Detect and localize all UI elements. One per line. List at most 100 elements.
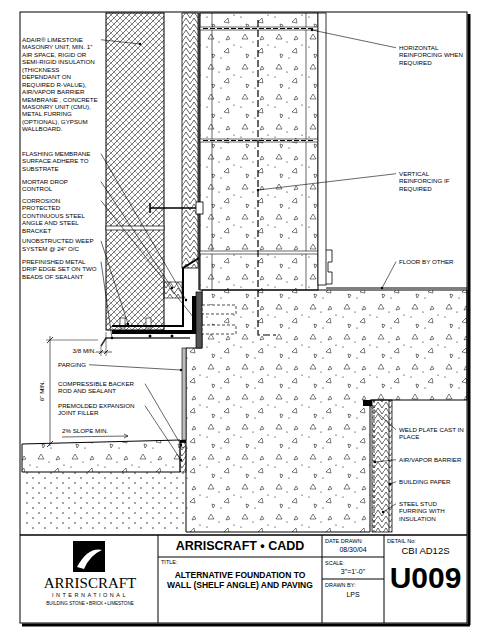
sheet-number: U009 [384,563,467,593]
callout-note: ADAIR® LIMESTONE MASONRY UNIT, MIN. 1" A… [22,36,98,133]
leader-line [145,406,181,460]
weld-plate [363,400,372,406]
leader-dot [311,29,313,31]
leader-line [383,504,396,512]
leader-dot [367,403,369,405]
leader-dot [139,43,141,45]
parging [182,348,186,440]
callout-note: FLASHING MEMBRANE SURFACE ADHERE TO SUBS… [22,150,98,172]
leader-dot [171,287,173,289]
sheet-frame [20,12,467,623]
anchor-bolt [202,325,236,334]
base-trim [326,250,332,284]
dimension-line [50,336,51,446]
logo-mark [73,541,105,572]
callout-note: COMPRESSIBLE BACKER ROD AND SEALANT [58,380,142,395]
concrete-slab-foundation [186,290,467,532]
backer-rod [181,443,186,448]
field-value: LPS [322,591,384,599]
leader-line [101,201,194,318]
callout-note: PREFINISHED METAL DRIP EDGE SET ON TWO B… [22,258,98,280]
callout-note: HORIZONTAL REINFORCING WHEN REQUIRED [399,44,465,66]
slope-arrow [62,434,128,438]
callout-note: VERTICAL REINFORCING IF REQUIRED [399,170,465,192]
drip-edge [101,338,190,346]
field-label: TITLE: [161,559,178,566]
leader-dot [193,317,195,319]
field-value: CBI AD12S [384,545,467,556]
callout-note: STEEL STUD FURRING WITH INSULATION [399,500,465,522]
subgrade [22,472,186,532]
callout-note: WELD PLATE CAST IN PLACE [399,426,465,441]
floor-finish [326,288,467,289]
tie-plate [196,202,203,214]
title-block-rule [158,535,159,623]
leader-dot [374,461,376,463]
air-vapor-barrier-line [374,400,375,532]
joint-reinforcing [203,140,315,141]
extension-line [106,332,107,356]
leader-dot [180,369,182,371]
leader-line [312,30,396,48]
leader-dot [180,444,182,446]
callout-note: CORROSION PROTECTED CONTINUOUS STEEL ANG… [22,197,98,234]
drawing-title: ALTERNATIVE FOUNDATION TO WALL (SHELF AN… [162,570,318,590]
leader-dot [381,287,383,289]
dimension-tick [99,350,108,354]
field-value: 3"=1'-0" [322,568,384,576]
leader-dot [257,189,259,191]
paving [22,440,180,472]
field-label: DATE DRAWN: [325,538,363,545]
frame-shadow [22,624,470,627]
frame-shadow [468,14,471,625]
building-paper-line [389,400,390,532]
leader-line [101,262,112,338]
sealant-bead [149,335,152,338]
leader-line [368,404,396,430]
leader-line [89,365,181,370]
expansion-joint-filler [180,446,186,472]
callout-note: UNOBSTRUCTED WEEP SYSTEM @ 24" O/C [22,237,98,252]
logo-tagline: BUILDING STONE • BRICK • LIMESTONE [22,601,158,607]
field-label: DETAIL No: [387,538,416,545]
extension-line [101,346,102,356]
leader-dot [180,459,182,461]
callout-note: PREMOLDED EXPANSION JOINT FILLER [58,402,142,417]
title-block-rule [322,557,384,558]
callout-note: PARGING [58,361,86,368]
bed-joint [200,27,318,30]
leader-line [375,460,396,462]
bed-joint [200,139,318,142]
callout-note: AIR/VAPOR BARRIER [399,456,465,463]
leader-dot [185,299,187,301]
stud-furring [372,400,392,532]
leader-dot [111,337,113,339]
extension-line [46,340,98,341]
leader-line [258,174,396,190]
field-label: SCALE: [325,560,345,567]
dimension-line [96,352,112,353]
logo-subtitle: INTERNATIONAL [22,592,158,599]
mortar-joint [106,226,164,230]
leader-line [382,262,396,288]
gypsum-wallboard [318,13,326,285]
company-heading: ARRISCRAFT • CADD [158,539,322,554]
leader-line [101,154,186,300]
mortar-drop-mesh [164,282,182,298]
title-block-rule [158,557,322,558]
callout-note: BUILDING PAPER [399,478,465,485]
cmu-wall [200,13,318,290]
vertical-rebar [258,20,276,335]
leader-dot [382,511,384,513]
leader-line [101,40,140,44]
dimension-tick [47,337,53,447]
callout-note: MORTAR DROP CONTROL [22,178,98,193]
masonry-tie [150,203,200,213]
title-block-rule [322,579,384,580]
air-vapor-membrane [198,13,199,290]
callout-note: FLOOR BY OTHER [399,258,465,265]
dimension-text: 6" MIN. [38,381,45,401]
slope-note: 2% SLOPE MIN. [62,427,108,434]
sealant-bead [171,335,174,338]
